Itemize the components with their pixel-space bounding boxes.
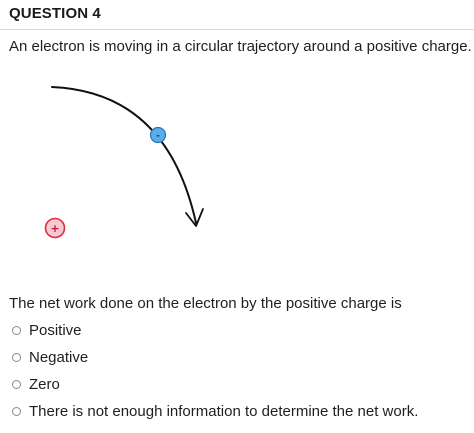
radio-icon[interactable]	[12, 380, 21, 389]
option-label: Positive	[29, 322, 82, 339]
question-title: QUESTION 4	[9, 5, 101, 22]
option-label: Zero	[29, 376, 60, 393]
proton-symbol: +	[50, 222, 59, 235]
radio-icon[interactable]	[12, 353, 21, 362]
radio-icon[interactable]	[12, 407, 21, 416]
radio-icon[interactable]	[12, 326, 21, 335]
trajectory-arc	[51, 86, 197, 224]
option-zero[interactable]: Zero	[12, 376, 60, 393]
option-negative[interactable]: Negative	[12, 349, 88, 366]
question-header: QUESTION 4	[0, 0, 474, 30]
option-label: There is not enough information to deter…	[29, 403, 419, 420]
electron-icon: -	[149, 126, 167, 144]
positive-charge-icon: +	[44, 217, 66, 239]
option-positive[interactable]: Positive	[12, 322, 82, 339]
option-not-enough-info[interactable]: There is not enough information to deter…	[12, 403, 418, 420]
question-prompt: The net work done on the electron by the…	[9, 295, 402, 312]
question-text: An electron is moving in a circular traj…	[9, 38, 472, 55]
option-label: Negative	[29, 349, 89, 366]
diagram: - +	[44, 86, 204, 239]
trajectory-arrowhead	[185, 208, 204, 227]
electron-symbol: -	[156, 131, 160, 142]
